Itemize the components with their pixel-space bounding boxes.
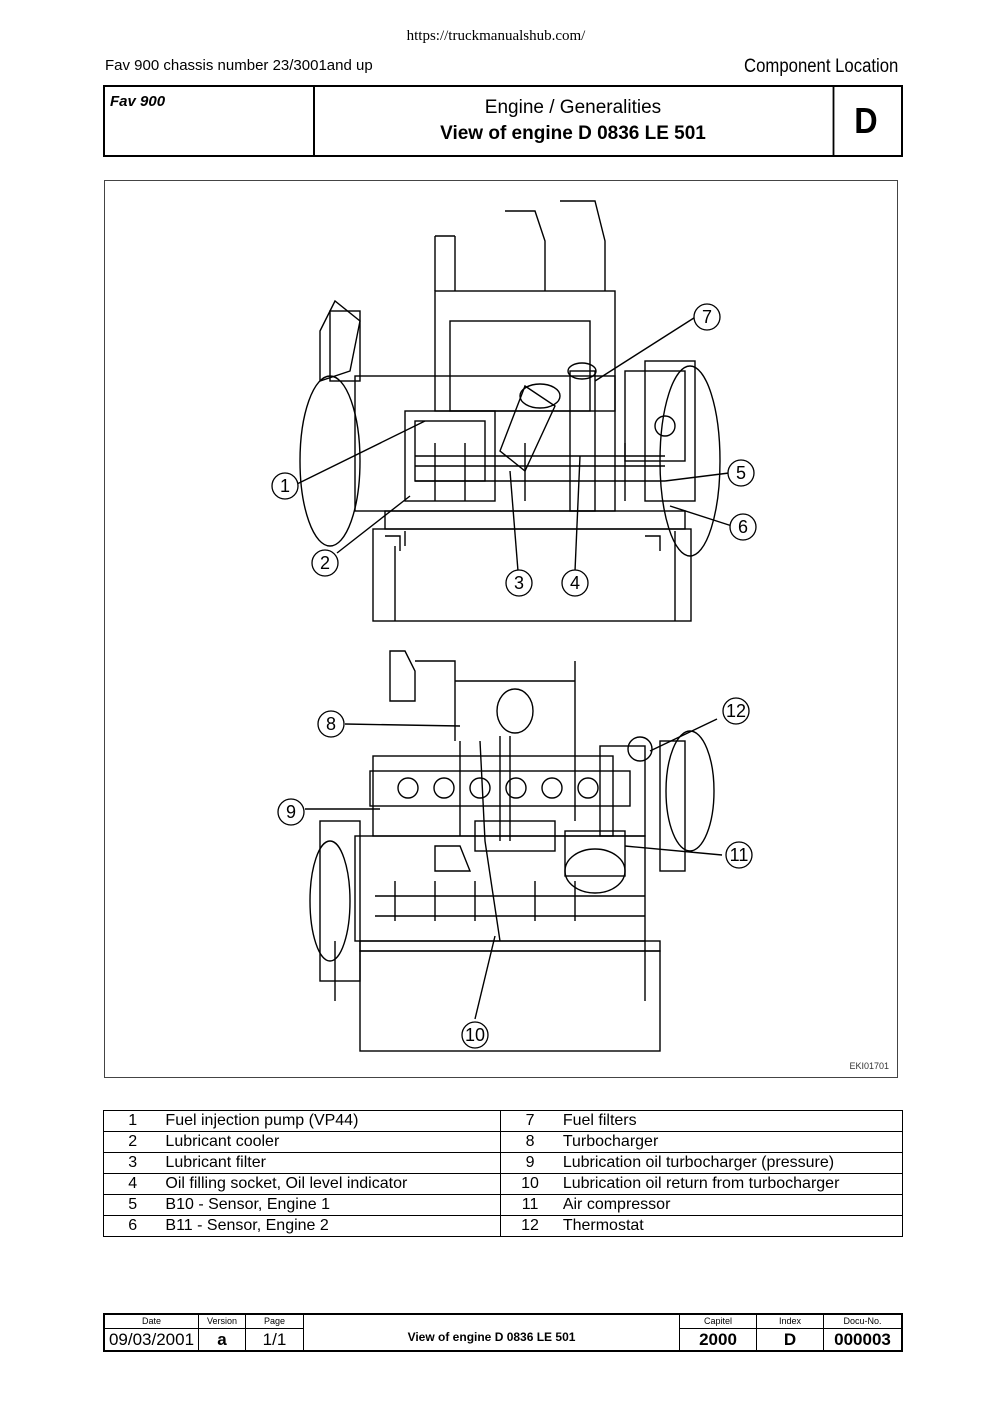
callout-label-11: 11 bbox=[730, 845, 749, 865]
callout-4 bbox=[561, 569, 589, 597]
footer-index: Index D bbox=[757, 1315, 824, 1350]
model-cell: Fav 900 bbox=[105, 87, 315, 155]
legend-number: 4 bbox=[103, 1173, 162, 1195]
callout-label-3: 3 bbox=[514, 573, 524, 593]
callout-label-10: 10 bbox=[465, 1025, 485, 1045]
callout-label-8: 8 bbox=[326, 714, 336, 734]
legend-number: 8 bbox=[500, 1131, 559, 1153]
callout-lines-upper bbox=[296, 315, 733, 572]
callout-label-9: 9 bbox=[286, 802, 296, 822]
legend-number: 3 bbox=[103, 1152, 162, 1174]
version-label: Version bbox=[199, 1315, 245, 1329]
callout-2 bbox=[311, 549, 339, 577]
footer-page: Page 1/1 bbox=[246, 1315, 304, 1350]
callout-markers bbox=[271, 303, 757, 1049]
footer-title: View of engine D 0836 LE 501 bbox=[304, 1315, 680, 1350]
page-label: Page bbox=[246, 1315, 303, 1329]
legend-description: Lubrication oil return from turbocharger bbox=[558, 1173, 903, 1195]
footer-docu: Docu-No. 000003 bbox=[824, 1315, 901, 1350]
engine-view-lower bbox=[309, 650, 715, 1052]
page-value: 1/1 bbox=[262, 1330, 287, 1349]
legend-description: B10 - Sensor, Engine 1 bbox=[161, 1194, 502, 1216]
date-value: 09/03/2001 bbox=[108, 1330, 195, 1349]
legend-number: 5 bbox=[103, 1194, 162, 1216]
callout-lines-lower bbox=[305, 718, 723, 1020]
callout-9 bbox=[277, 798, 305, 826]
engine-drawing: 1 2 3 4 5 6 7 8 9 10 11 12 bbox=[271, 200, 757, 1052]
legend-description: Air compressor bbox=[558, 1194, 903, 1216]
model-label: Fav 900 bbox=[110, 93, 166, 110]
index-value: D bbox=[783, 1330, 797, 1349]
legend-number: 1 bbox=[103, 1110, 162, 1132]
source-url: https://truckmanualshub.com/ bbox=[406, 28, 586, 44]
callout-labels: 1 2 3 4 5 6 7 8 9 10 11 12 bbox=[280, 307, 748, 1045]
callout-label-1: 1 bbox=[280, 476, 290, 496]
footer-date: Date 09/03/2001 bbox=[105, 1315, 199, 1350]
group-label: Engine / Generalities bbox=[484, 97, 662, 118]
legend-number: 7 bbox=[500, 1110, 559, 1132]
engine-figure: 1 2 3 4 5 6 7 8 9 10 11 12 EKI01701 bbox=[104, 180, 898, 1078]
chassis-note: Fav 900 chassis number 23/3001and up bbox=[105, 57, 373, 74]
legend-description: Thermostat bbox=[558, 1215, 903, 1237]
callout-11 bbox=[725, 841, 753, 869]
callout-6 bbox=[729, 513, 757, 541]
version-value: a bbox=[217, 1330, 227, 1349]
legend-description: Fuel injection pump (VP44) bbox=[161, 1110, 502, 1132]
callout-8 bbox=[317, 710, 345, 738]
callout-7 bbox=[693, 303, 721, 331]
footer-version: Version a bbox=[199, 1315, 246, 1350]
index-label: Index bbox=[757, 1315, 823, 1329]
docu-value: 000003 bbox=[834, 1330, 891, 1349]
header-box: Fav 900 Engine / Generalities View of en… bbox=[103, 85, 903, 157]
capitel-value: 2000 bbox=[699, 1330, 737, 1349]
legend-number: 2 bbox=[103, 1131, 162, 1153]
date-label: Date bbox=[105, 1315, 198, 1329]
legend-description: Lubricant cooler bbox=[161, 1131, 502, 1153]
callout-5 bbox=[727, 459, 755, 487]
figure-code: EKI01701 bbox=[849, 1061, 889, 1071]
callout-label-4: 4 bbox=[570, 573, 580, 593]
callout-1 bbox=[271, 472, 299, 500]
index-letter: D bbox=[832, 87, 898, 155]
legend-description: Fuel filters bbox=[558, 1110, 903, 1132]
callout-10 bbox=[461, 1021, 489, 1049]
legend-number: 10 bbox=[500, 1173, 559, 1195]
capitel-label: Capitel bbox=[680, 1315, 756, 1329]
callout-label-2: 2 bbox=[320, 553, 330, 573]
callout-label-5: 5 bbox=[736, 463, 746, 483]
legend-description: Lubricant filter bbox=[161, 1152, 502, 1174]
footer-capitel: Capitel 2000 bbox=[680, 1315, 757, 1350]
callout-3 bbox=[505, 569, 533, 597]
legend-number: 6 bbox=[103, 1215, 162, 1237]
legend-number: 9 bbox=[500, 1152, 559, 1174]
docu-label: Docu-No. bbox=[824, 1315, 901, 1329]
legend-description: B11 - Sensor, Engine 2 bbox=[161, 1215, 502, 1237]
section-title: Component Location bbox=[743, 56, 898, 77]
legend-description: Turbocharger bbox=[558, 1131, 903, 1153]
legend-description: Lubrication oil turbocharger (pressure) bbox=[558, 1152, 903, 1174]
footer-title-value: View of engine D 0836 LE 501 bbox=[407, 1330, 576, 1344]
engine-view-upper bbox=[299, 200, 721, 622]
legend-description: Oil filling socket, Oil level indicator bbox=[161, 1173, 502, 1195]
callout-label-7: 7 bbox=[702, 307, 712, 327]
callout-12 bbox=[722, 697, 750, 725]
title-cell: Engine / Generalities View of engine D 0… bbox=[315, 87, 831, 155]
callout-label-12: 12 bbox=[726, 701, 746, 721]
legend-number: 11 bbox=[500, 1194, 559, 1216]
legend-number: 12 bbox=[500, 1215, 559, 1237]
callout-label-6: 6 bbox=[738, 517, 748, 537]
page-title: View of engine D 0836 LE 501 bbox=[440, 123, 706, 144]
footer-box: Date 09/03/2001 Version a Page 1/1 View … bbox=[103, 1313, 903, 1352]
